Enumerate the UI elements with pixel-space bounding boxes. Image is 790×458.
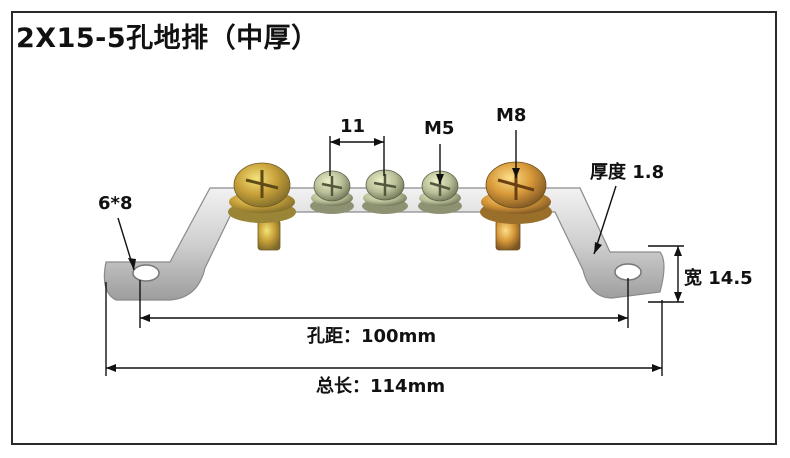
m8-screw-label: M8 bbox=[496, 105, 527, 126]
screw-m8-left bbox=[228, 162, 296, 223]
screw-m5-1 bbox=[310, 170, 354, 214]
mounting-hole-right bbox=[614, 263, 642, 281]
screw-m8-right bbox=[480, 161, 552, 224]
screw-m5-2 bbox=[362, 169, 408, 214]
m5-screw-label: M5 bbox=[424, 118, 455, 139]
product-title: 2X15-5孔地排（中厚） bbox=[16, 23, 319, 54]
screw-spacing-label: 11 bbox=[340, 116, 366, 137]
thread-right bbox=[495, 219, 521, 251]
dimension-arrowheads bbox=[106, 138, 682, 372]
image-frame bbox=[11, 11, 777, 445]
width-label: 宽 14.5 bbox=[684, 268, 753, 289]
hole-dimension-label: 6*8 bbox=[98, 193, 133, 214]
hole-distance-label: 孔距：100mm bbox=[307, 326, 437, 347]
thread-left bbox=[257, 219, 281, 251]
total-length-label: 总长：114mm bbox=[316, 376, 446, 397]
screw-m5-3 bbox=[418, 170, 462, 214]
mounting-hole-left bbox=[132, 264, 160, 282]
thickness-label: 厚度 1.8 bbox=[590, 162, 665, 183]
